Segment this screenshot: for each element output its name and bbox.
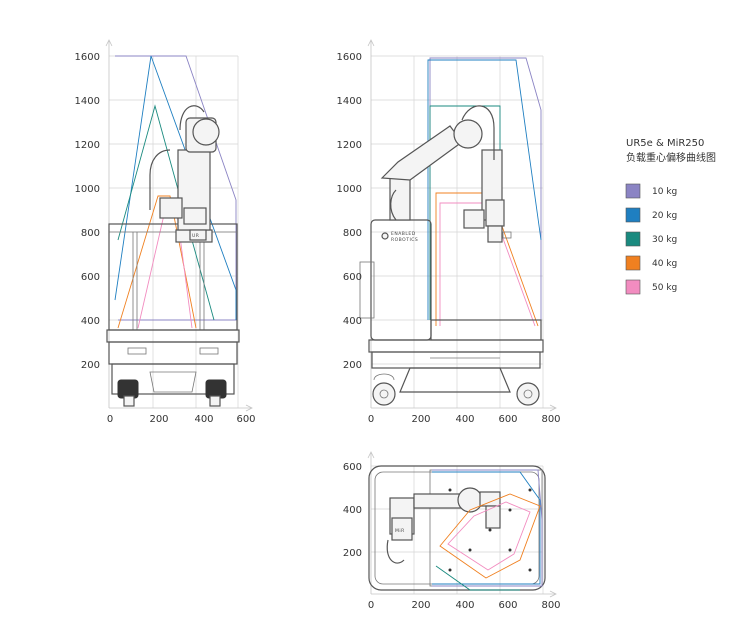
side-y-tick-1600: 1600 bbox=[337, 52, 362, 63]
front-y-tick-400: 400 bbox=[81, 316, 100, 327]
legend-label-40kg: 40 kg bbox=[652, 259, 677, 269]
side-view-y-ticks: 200 400 600 800 1000 1200 1400 1600 bbox=[337, 52, 362, 371]
front-y-tick-1200: 1200 bbox=[75, 140, 100, 151]
front-y-tick-1000: 1000 bbox=[75, 184, 100, 195]
top-x-tick-200: 200 bbox=[411, 600, 430, 611]
top-view-load-curves bbox=[432, 469, 543, 591]
front-y-tick-1600: 1600 bbox=[75, 52, 100, 63]
side-view-axes bbox=[367, 39, 557, 412]
side-robot-drawing: ENABLED ROBOTICS bbox=[359, 105, 544, 406]
front-curve-30kg bbox=[117, 104, 215, 321]
side-y-tick-1400: 1400 bbox=[337, 96, 362, 107]
legend-item: 30 kg bbox=[625, 231, 677, 247]
side-x-tick-600: 600 bbox=[498, 414, 517, 425]
front-y-tick-1400: 1400 bbox=[75, 96, 100, 107]
top-view-x-ticks: 0 200 400 600 800 bbox=[368, 600, 561, 611]
top-y-tick-200: 200 bbox=[343, 548, 362, 559]
enabled-robotics-badge-line2: ROBOTICS bbox=[391, 237, 418, 243]
side-x-tick-200: 200 bbox=[411, 414, 430, 425]
side-y-tick-600: 600 bbox=[343, 272, 362, 283]
front-y-tick-600: 600 bbox=[81, 272, 100, 283]
legend-swatch-30kg bbox=[625, 231, 641, 247]
top-robot-drawing: MiR bbox=[368, 465, 546, 591]
side-view-load-curves bbox=[427, 57, 542, 327]
side-x-tick-400: 400 bbox=[455, 414, 474, 425]
side-view-x-ticks: 0 200 400 600 800 bbox=[368, 414, 561, 425]
legend-title-line1: UR5e & MiR250 bbox=[626, 138, 704, 149]
front-view: UR 200 400 600 800 1000 1200 1400 1600 0… bbox=[75, 39, 256, 425]
side-curve-50kg bbox=[439, 202, 536, 327]
top-curve-30kg bbox=[435, 565, 520, 591]
front-y-tick-200: 200 bbox=[81, 360, 100, 371]
side-y-tick-1200: 1200 bbox=[337, 140, 362, 151]
legend-label-20kg: 20 kg bbox=[652, 211, 677, 221]
top-curve-50kg bbox=[447, 501, 531, 571]
side-curve-30kg bbox=[429, 105, 501, 320]
side-x-tick-0: 0 bbox=[368, 414, 374, 425]
top-x-tick-800: 800 bbox=[541, 600, 560, 611]
legend-label-10kg: 10 kg bbox=[652, 187, 677, 197]
top-y-tick-400: 400 bbox=[343, 505, 362, 516]
legend-label-30kg: 30 kg bbox=[652, 235, 677, 245]
legend-item: 40 kg bbox=[625, 255, 677, 271]
legend-swatch-10kg bbox=[625, 183, 641, 199]
top-x-tick-400: 400 bbox=[455, 600, 474, 611]
side-y-tick-200: 200 bbox=[343, 360, 362, 371]
side-curve-40kg bbox=[435, 192, 539, 327]
top-x-tick-0: 0 bbox=[368, 600, 374, 611]
front-robot-drawing: UR bbox=[106, 105, 240, 407]
legend-swatch-50kg bbox=[625, 279, 641, 295]
enabled-robotics-badge-line1: ENABLED bbox=[391, 231, 416, 237]
top-x-tick-600: 600 bbox=[498, 600, 517, 611]
front-y-tick-800: 800 bbox=[81, 228, 100, 239]
front-view-y-ticks: 200 400 600 800 1000 1200 1400 1600 bbox=[75, 52, 100, 371]
top-curve-10kg bbox=[432, 469, 543, 587]
top-view-axes bbox=[367, 451, 557, 598]
legend-item: 20 kg bbox=[625, 207, 677, 223]
front-curve-10kg bbox=[115, 55, 237, 321]
svg-text:UR: UR bbox=[192, 233, 199, 239]
front-view-x-ticks: 0 200 400 600 bbox=[107, 414, 256, 425]
front-x-tick-400: 400 bbox=[194, 414, 213, 425]
top-curve-40kg bbox=[439, 493, 541, 579]
legend-title-line2: 负载重心偏移曲线图 bbox=[626, 151, 716, 164]
top-view-y-ticks: 200 400 600 bbox=[343, 462, 362, 559]
legend-swatch-20kg bbox=[625, 207, 641, 223]
side-y-tick-800: 800 bbox=[343, 228, 362, 239]
legend: UR5e & MiR250 负载重心偏移曲线图 10 kg 20 kg 30 k… bbox=[625, 138, 716, 295]
mir-badge: MiR bbox=[395, 528, 405, 534]
top-view: MiR 200 400 600 0 200 400 600 800 bbox=[343, 451, 561, 611]
legend-label-50kg: 50 kg bbox=[652, 283, 677, 293]
legend-swatch-40kg bbox=[625, 255, 641, 271]
side-y-tick-1000: 1000 bbox=[337, 184, 362, 195]
front-x-tick-200: 200 bbox=[149, 414, 168, 425]
front-x-tick-0: 0 bbox=[107, 414, 113, 425]
top-curve-20kg bbox=[432, 471, 541, 585]
legend-item: 50 kg bbox=[625, 279, 677, 295]
side-view: ENABLED ROBOTICS 200 bbox=[337, 39, 561, 425]
side-y-tick-400: 400 bbox=[343, 316, 362, 327]
legend-item: 10 kg bbox=[625, 183, 677, 199]
front-x-tick-600: 600 bbox=[236, 414, 255, 425]
side-x-tick-800: 800 bbox=[541, 414, 560, 425]
top-y-tick-600: 600 bbox=[343, 462, 362, 473]
side-curve-20kg bbox=[427, 59, 542, 320]
